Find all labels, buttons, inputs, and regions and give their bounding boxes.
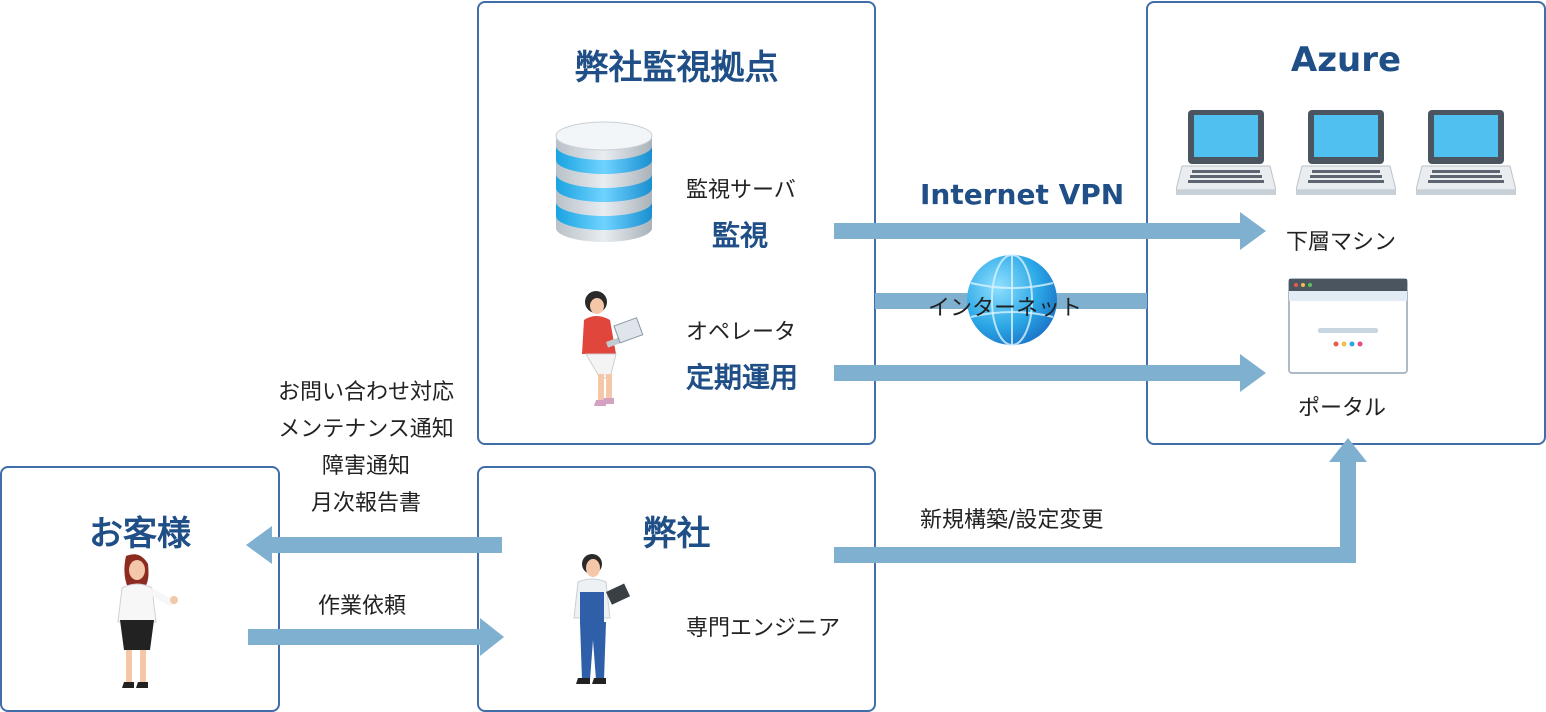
customer-person-icon [117, 554, 178, 688]
operation-arrow [834, 354, 1266, 392]
build-config-arrow [834, 438, 1367, 563]
internet-label: インターネット [928, 296, 1083, 321]
operation-role: 定期運用 [686, 361, 799, 394]
monitoring-center-title: 弊社監視拠点 [574, 48, 779, 88]
portal-label: ポータル [1298, 396, 1387, 421]
vpn-label: Internet VPN [920, 178, 1125, 211]
laptop-icon [1176, 110, 1276, 195]
operator-label: オペレータ [686, 320, 797, 345]
globe-icon [967, 254, 1057, 346]
company-box [477, 466, 876, 712]
operator-person-icon [582, 291, 644, 406]
service-item: 障害通知 [321, 454, 410, 479]
browser-window-icon [1288, 278, 1408, 374]
engineer-label: 専門エンジニア [686, 616, 841, 641]
laptop-icon [1296, 110, 1396, 195]
monitoring-role: 監視 [712, 219, 769, 252]
customer-title: お客様 [89, 514, 191, 554]
azure-title: Azure [1290, 40, 1402, 80]
service-item: 月次報告書 [310, 491, 421, 516]
work-request-label: 作業依頼 [318, 594, 407, 619]
laptop-icon [1416, 110, 1516, 195]
engineer-person-icon [573, 554, 631, 684]
company-title: 弊社 [642, 514, 711, 554]
monitoring-center-box [477, 1, 876, 445]
database-server-icon [555, 121, 653, 242]
build-config-label: 新規構築/設定変更 [920, 508, 1104, 533]
vpn-arrow [834, 212, 1266, 250]
lower-machines-label: 下層マシン [1286, 230, 1397, 255]
service-item: お問い合わせ対応 [277, 380, 454, 405]
work-request-arrow [248, 618, 504, 656]
monitoring-server-label: 監視サーバ [686, 178, 796, 203]
to-customer-arrow [246, 526, 502, 564]
service-item: メンテナンス通知 [278, 417, 454, 442]
